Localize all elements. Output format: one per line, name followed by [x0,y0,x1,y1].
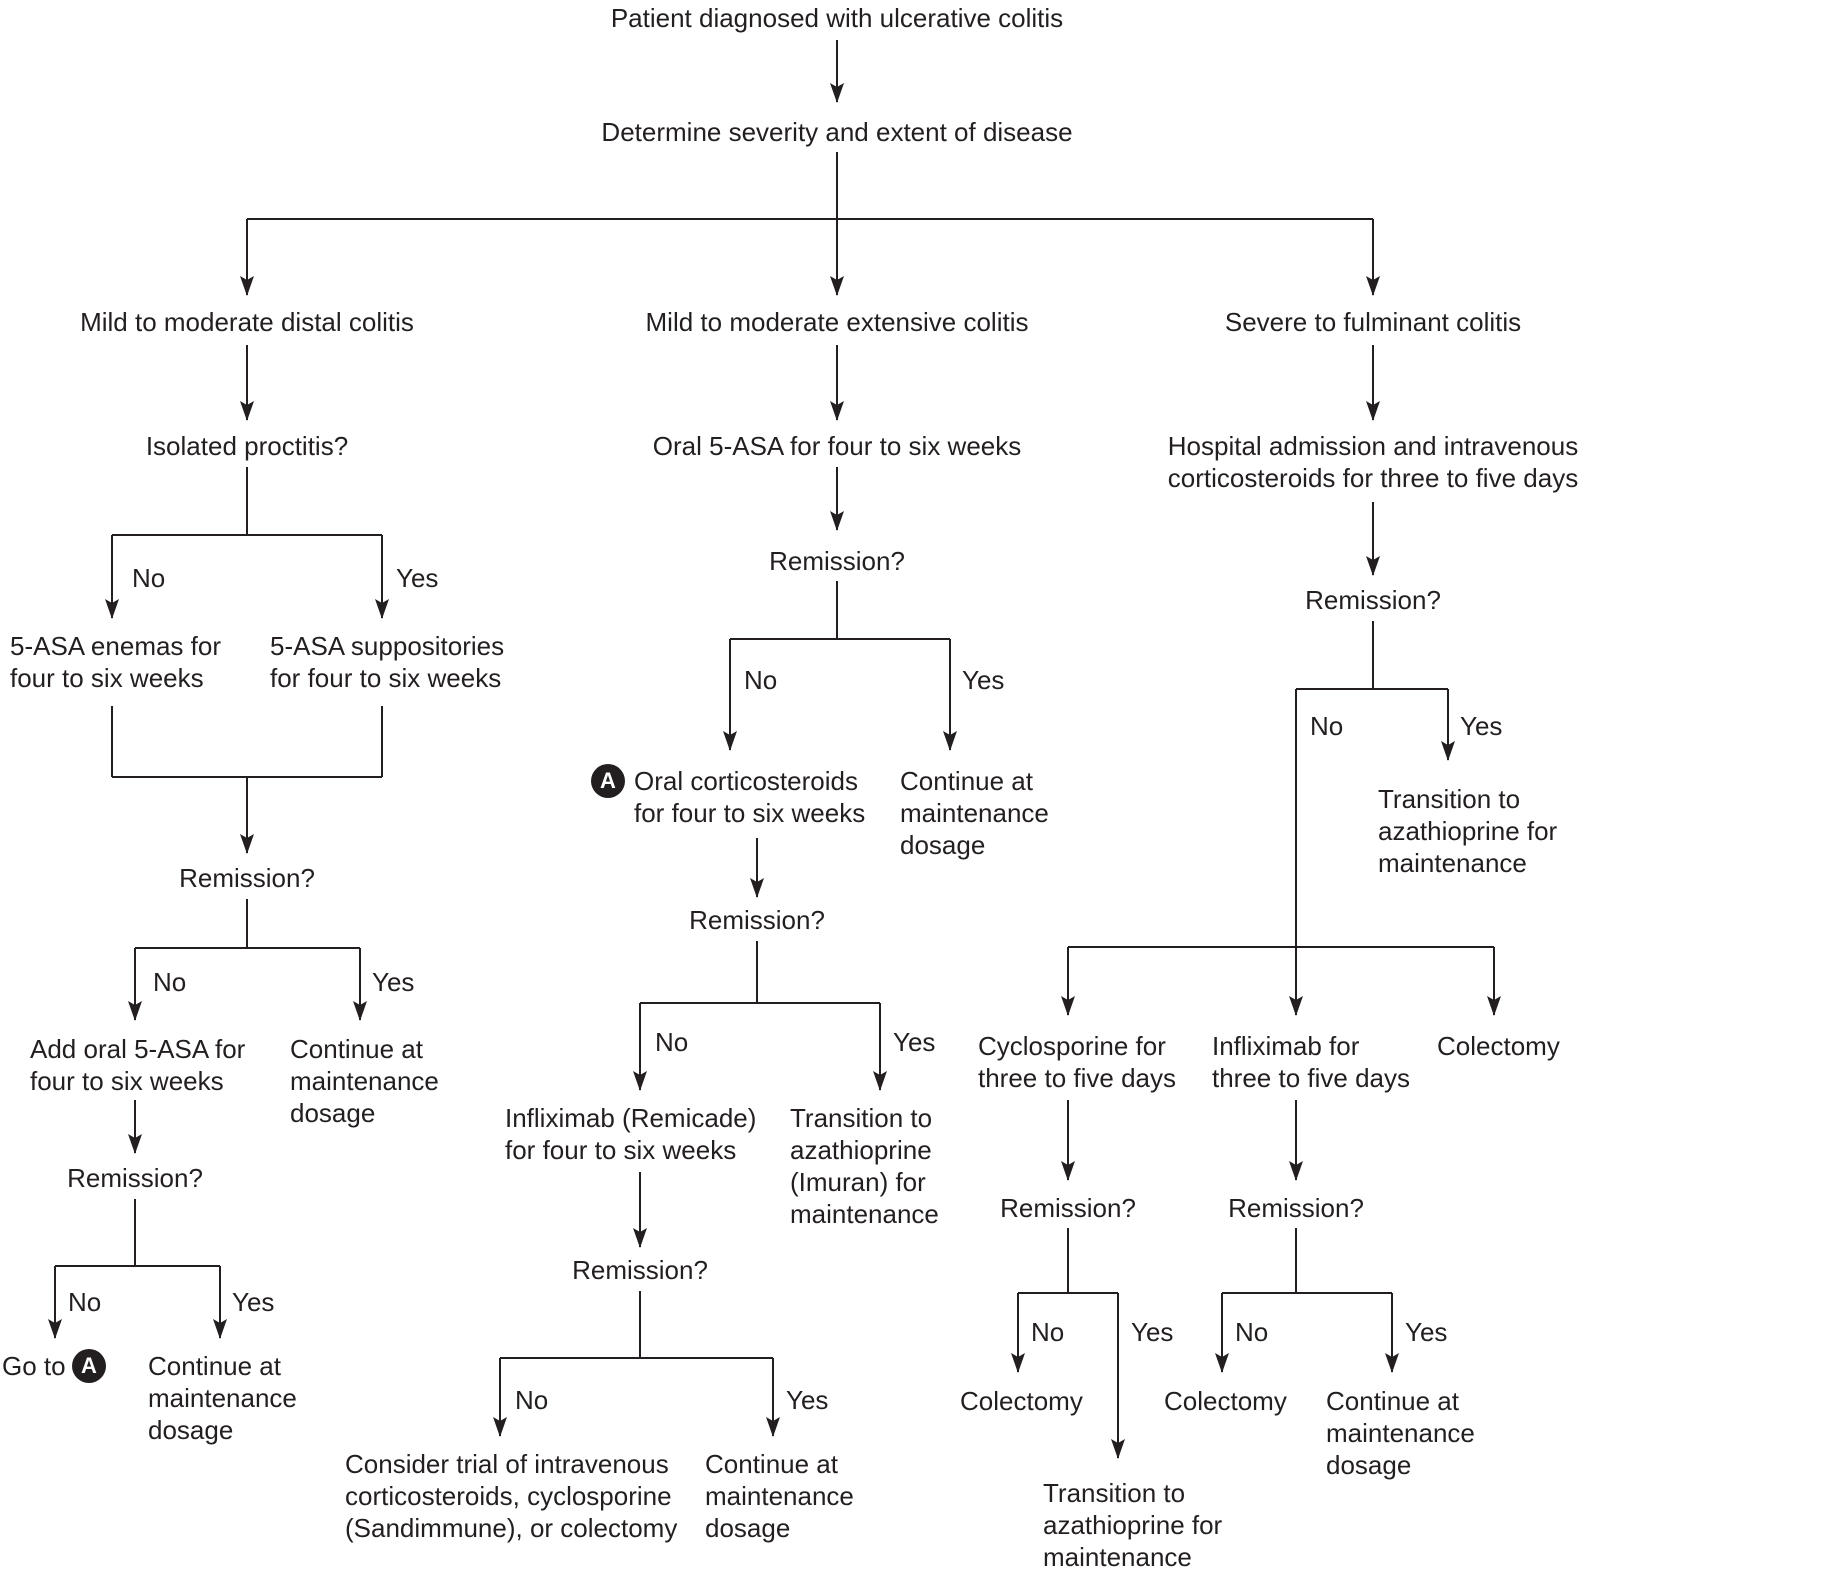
node-transition-azathioprine-r1: Transition to azathioprine for maintenan… [1378,784,1558,878]
edge-label-yes-remission-c3: Yes [786,1385,829,1415]
edge-label-yes-remission-r3: Yes [1405,1317,1448,1347]
edge-label-yes-remission-c2: Yes [893,1027,936,1057]
node-oral-5asa: Oral 5-ASA for four to six weeks [652,431,1022,461]
node-colectomy-cyclo: Colectomy [960,1386,1083,1416]
node-determine: Determine severity and extent of disease [601,117,1073,147]
node-remission-r1: Remission? [1305,585,1441,615]
node-start: Patient diagnosed with ulcerative coliti… [610,3,1064,33]
node-remission-c2: Remission? [689,905,825,935]
edge-label-yes-isolated: Yes [396,563,439,593]
node-continue-r1: Continue at maintenance dosage [1326,1386,1475,1480]
node-remission-c1: Remission? [769,546,905,576]
node-consider-trial: Consider trial of intravenous corticoste… [345,1449,678,1543]
edge-label-no-remission-l2: No [68,1287,102,1317]
node-remission-r2: Remission? [1000,1193,1136,1223]
node-goto-a: Go to [2,1351,66,1381]
node-continue-c1: Continue at maintenance dosage [900,766,1049,860]
node-remission-l2: Remission? [67,1163,203,1193]
node-suppositories: 5-ASA suppositories for four to six week… [270,631,505,693]
node-remission-c3: Remission? [572,1255,708,1285]
node-continue-c2: Continue at maintenance dosage [705,1449,854,1543]
node-colectomy-inflix: Colectomy [1164,1386,1287,1416]
edge-label-no-isolated: No [132,563,166,593]
node-continue-l2: Continue at maintenance dosage [148,1351,297,1445]
node-infliximab-remicade: Infliximab (Remicade) for four to six we… [505,1103,757,1165]
edge-label-yes-remission-r1: Yes [1460,711,1503,741]
node-infliximab-r: Infliximab for three to five days [1212,1031,1410,1093]
node-col-distal: Mild to moderate distal colitis [80,307,414,337]
edge-label-no-remission-r1: No [1310,711,1344,741]
label-a-badge-goto: A [72,1349,106,1383]
edge-label-no-remission-r3: No [1235,1317,1269,1347]
node-add-oral-5asa: Add oral 5-ASA for four to six weeks [30,1034,246,1096]
node-remission-l1: Remission? [179,863,315,893]
node-oral-corticosteroids: Oral corticosteroids for four to six wee… [634,766,866,828]
node-continue-l1: Continue at maintenance dosage [290,1034,439,1128]
edge-label-no-remission-c2: No [655,1027,689,1057]
edge-label-yes-remission-c1: Yes [962,665,1005,695]
node-col-severe: Severe to fulminant colitis [1224,307,1522,337]
node-col-extensive: Mild to moderate extensive colitis [645,307,1029,337]
node-colectomy-top: Colectomy [1437,1031,1560,1061]
edge-label-no-remission-c1: No [744,665,778,695]
node-remission-r3: Remission? [1228,1193,1364,1223]
node-transition-imuran: Transition to azathioprine (Imuran) for … [790,1103,939,1229]
edge-label-no-remission-l1: No [153,967,187,997]
edge-label-yes-remission-r2: Yes [1131,1317,1174,1347]
node-transition-azathioprine-r2: Transition to azathioprine for maintenan… [1043,1478,1223,1572]
node-enemas: 5-ASA enemas for four to six weeks [10,631,221,693]
edge-label-no-remission-r2: No [1031,1317,1065,1347]
edge-label-yes-remission-l2: Yes [232,1287,275,1317]
node-hospital-admission: Hospital admission and intravenous corti… [1167,431,1579,493]
edge-label-no-remission-c3: No [515,1385,549,1415]
label-a-badge-corticosteroids: A [591,764,625,798]
node-cyclosporine: Cyclosporine for three to five days [978,1031,1176,1093]
node-isolated-proctitis: Isolated proctitis? [145,431,349,461]
edge-label-yes-remission-l1: Yes [372,967,415,997]
